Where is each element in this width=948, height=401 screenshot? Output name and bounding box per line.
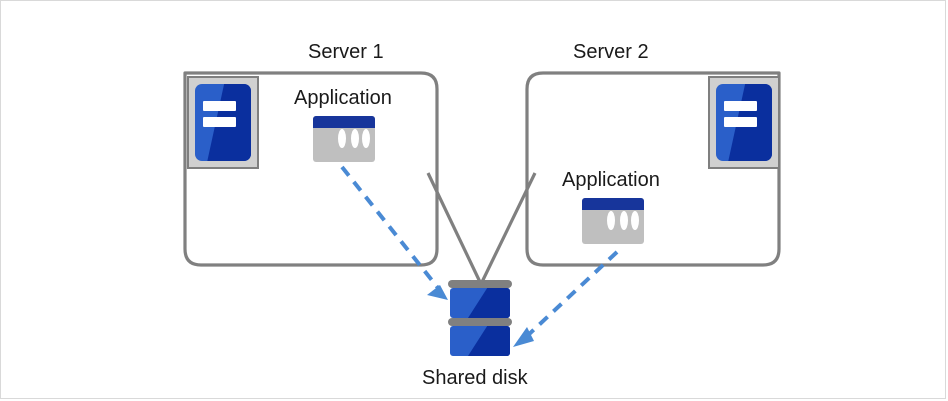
- application-window-dot: [619, 210, 628, 231]
- application-window-dot: [350, 128, 359, 149]
- server1-title: Server 1: [308, 41, 384, 63]
- disk-platter: [450, 288, 510, 318]
- server-chassis-slot: [203, 100, 236, 111]
- server-chassis-icon: [187, 76, 259, 169]
- server2-title: Server 2: [573, 41, 649, 63]
- app1-to-disk-access: [340, 165, 448, 300]
- application-window-dot: [607, 210, 616, 231]
- disk-cap: [448, 280, 512, 288]
- application-titlebar: [313, 116, 375, 128]
- app2-to-disk-access: [513, 250, 619, 347]
- application-window-dot: [631, 210, 640, 231]
- disk-platter-shade: [468, 326, 510, 356]
- shared-disk-label: Shared disk: [422, 367, 528, 389]
- application-window-icon: [313, 116, 375, 162]
- application1-label: Application: [294, 87, 392, 109]
- server2-boundary-box: [525, 71, 781, 267]
- server1-to-disk-connector: [426, 172, 482, 283]
- application-window-icon: [582, 198, 644, 244]
- disk-cap: [448, 318, 512, 326]
- server-chassis-body: [716, 84, 772, 161]
- server-chassis-slot: [724, 100, 757, 111]
- server-chassis-slot: [724, 117, 757, 128]
- application-window-dot: [362, 128, 371, 149]
- application-window-dot: [338, 128, 347, 149]
- server1-boundary-box: [183, 71, 439, 267]
- server-chassis-icon: [708, 76, 780, 169]
- application-titlebar: [582, 198, 644, 210]
- disk-platter-shade: [468, 288, 510, 318]
- application2-label: Application: [562, 169, 660, 191]
- server-chassis-body: [195, 84, 251, 161]
- disk-platter: [450, 326, 510, 356]
- server2-to-disk-connector: [480, 172, 537, 283]
- shared-disk-icon: [448, 280, 512, 360]
- server-chassis-slot: [203, 117, 236, 128]
